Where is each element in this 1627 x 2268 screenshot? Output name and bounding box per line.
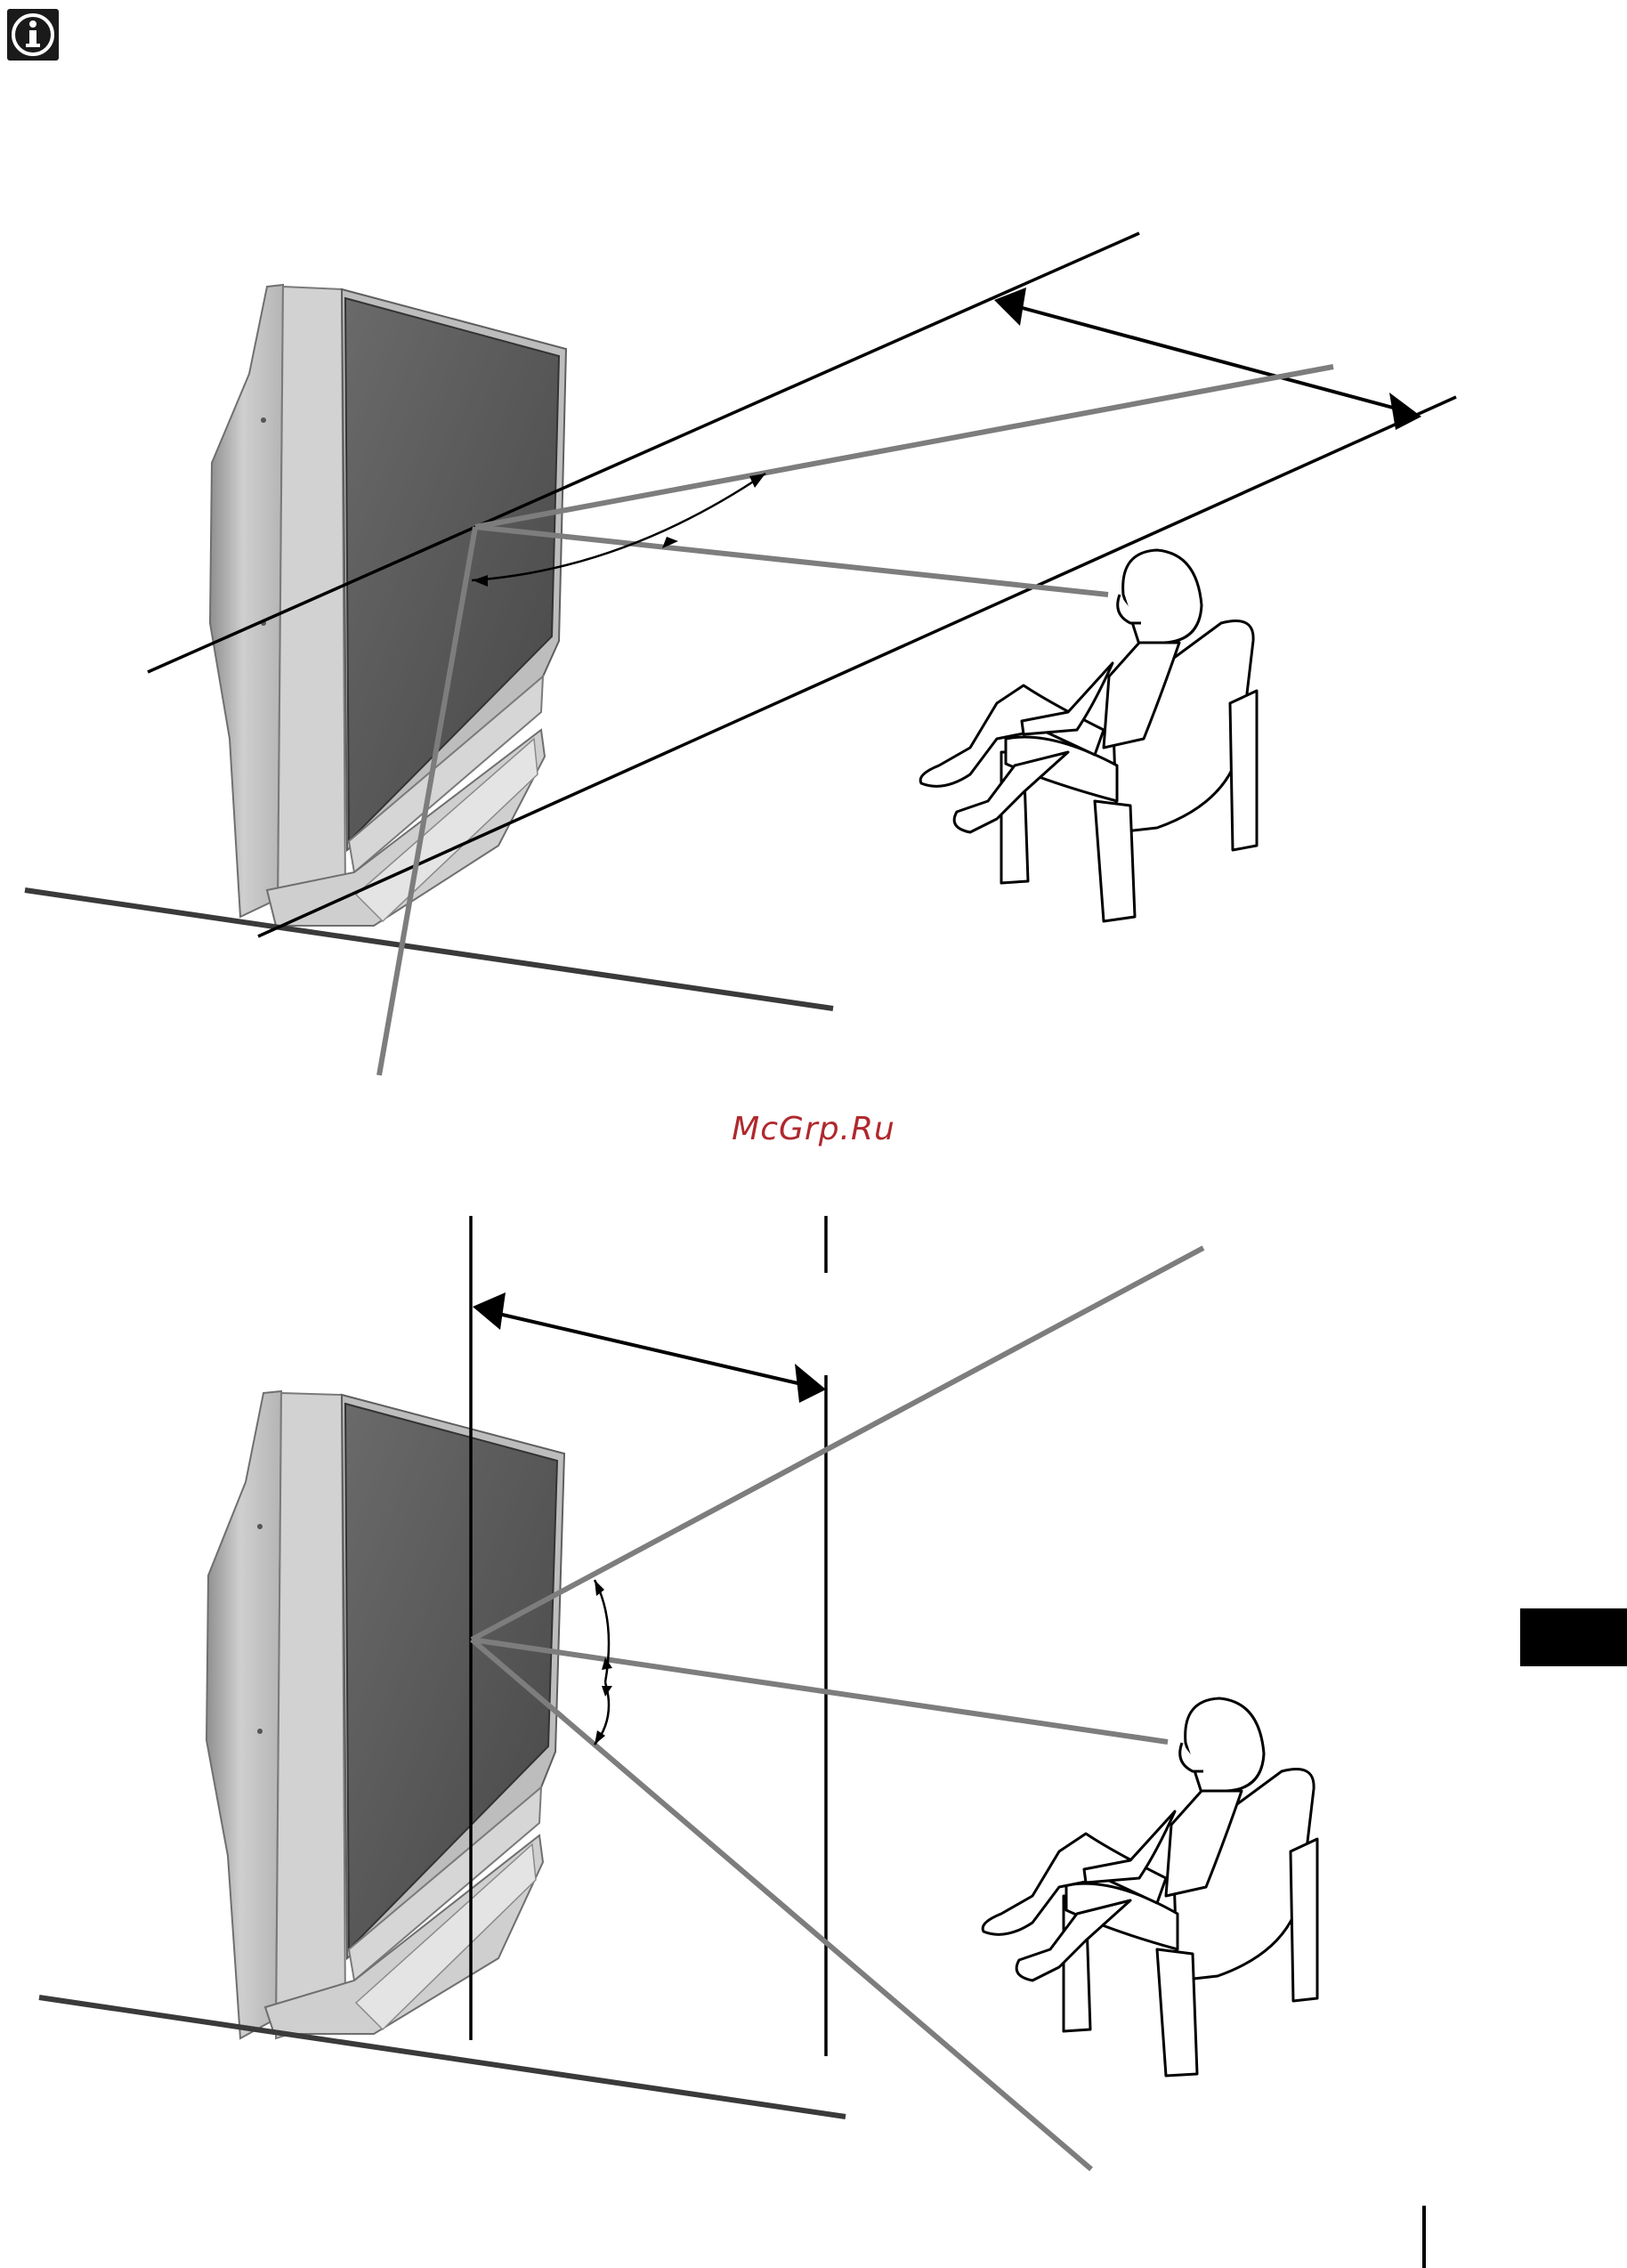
floor-line-top xyxy=(25,890,833,1008)
upper-view-line-bottom xyxy=(472,1248,1203,1640)
distance-arrow-top xyxy=(994,288,1421,430)
tv-viewing-angle-side-view-illustration xyxy=(39,1216,1317,2169)
section-thumb-tab xyxy=(1520,1608,1627,1666)
seated-viewer-top xyxy=(920,550,1257,921)
page-edge-rule xyxy=(1422,2206,1426,2268)
seated-viewer-bottom xyxy=(983,1698,1317,2076)
watermark-text: McGrp.Ru xyxy=(0,1111,1627,1147)
distance-arrow-bottom xyxy=(473,1292,826,1403)
tv-viewing-distance-side-view-illustration xyxy=(25,233,1456,1075)
television-bottom xyxy=(206,1391,564,2038)
television-top xyxy=(210,285,566,926)
eye-level-line xyxy=(475,527,1108,595)
floor-line-bottom xyxy=(39,1997,846,2117)
upper-view-line xyxy=(475,367,1333,527)
